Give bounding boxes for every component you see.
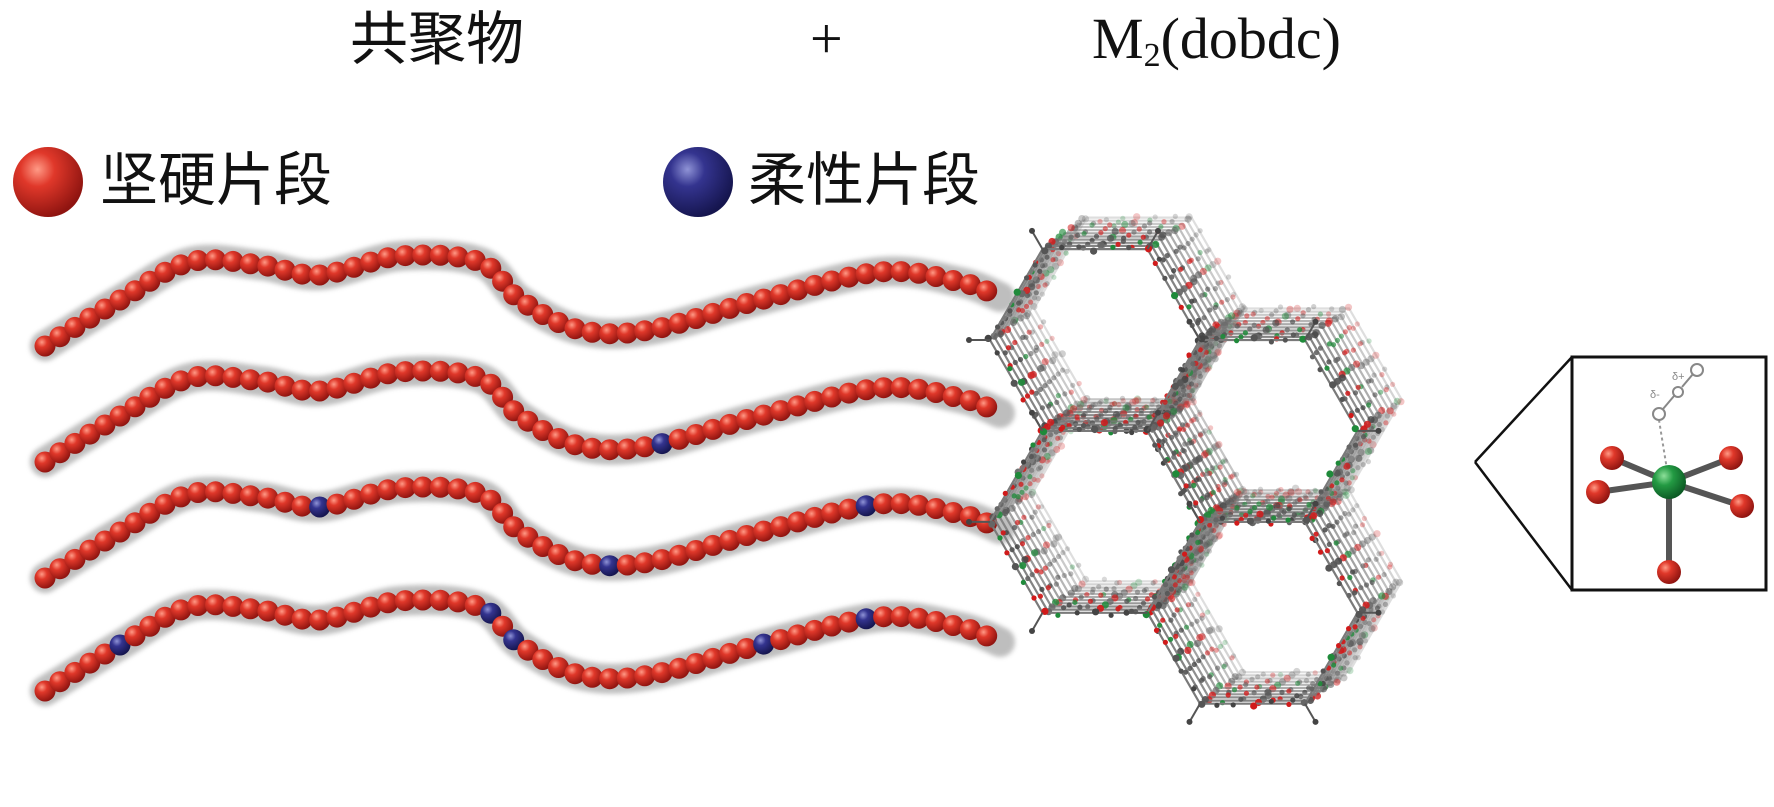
chain-1 — [35, 245, 1001, 357]
inset-oxygen-atom — [1586, 480, 1610, 504]
inset-oxygen-atom — [1730, 494, 1754, 518]
zoom-line-top — [1475, 357, 1572, 462]
mof-framework — [966, 213, 1405, 725]
zoom-line-bottom — [1475, 462, 1572, 590]
chain-4 — [35, 590, 1001, 702]
svg-text:δ-: δ- — [1650, 389, 1660, 401]
legend-soft-sphere-icon — [663, 147, 733, 217]
hard-segment-bead — [976, 396, 997, 417]
chain-2 — [35, 361, 1001, 473]
inset-metal-atom — [1652, 465, 1686, 499]
inset-oxygen-atom — [1600, 446, 1624, 470]
metal-site-inset: δ- δ+ — [1572, 357, 1766, 590]
legend-hard-sphere-icon — [13, 147, 83, 217]
hard-segment-bead — [976, 625, 997, 646]
inset-oxygen-atom — [1657, 560, 1681, 584]
copolymer-chains — [35, 245, 1001, 702]
chain-3 — [35, 477, 1001, 589]
hard-segment-bead — [976, 280, 997, 301]
inset-oxygen-atom — [1719, 446, 1743, 470]
svg-text:δ+: δ+ — [1672, 371, 1685, 383]
